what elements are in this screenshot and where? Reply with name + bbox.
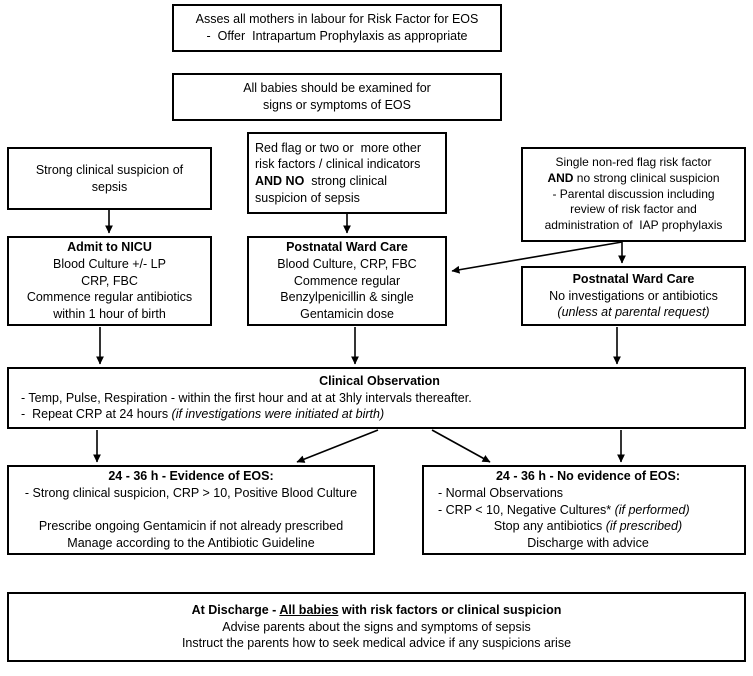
node-admit-to-nicu[interactable]: Admit to NICU Blood Culture +/- LP CRP, … bbox=[7, 236, 212, 326]
discharge-title-underline: All babies bbox=[279, 603, 339, 618]
assess-line-1: Asses all mothers in labour for Risk Fac… bbox=[195, 12, 479, 27]
node-single-non-red-flag[interactable]: Single non-red flag risk factor AND no s… bbox=[521, 147, 746, 242]
connector-clinobs-to-noevidence bbox=[431, 429, 491, 463]
node-evidence-of-eos[interactable]: 24 - 36 h - Evidence of EOS: - Strong cl… bbox=[7, 465, 375, 555]
nicu-line-2: CRP, FBC bbox=[81, 273, 138, 288]
examine-line-1: All babies should be examined for bbox=[243, 81, 431, 96]
clinobs-line-2-italic: (if investigations were initiated at bir… bbox=[171, 407, 385, 422]
node-no-evidence-of-eos[interactable]: 24 - 36 h - No evidence of EOS: - Normal… bbox=[422, 465, 746, 555]
pnw2-line-2: (unless at parental request) bbox=[557, 305, 710, 320]
pnw1-line-2: Commence regular bbox=[293, 273, 401, 288]
strong-line-2: sepsis bbox=[91, 179, 128, 194]
evidence-line-3: Prescribe ongoing Gentamicin if not alre… bbox=[38, 519, 344, 534]
node-assess-mothers[interactable]: Asses all mothers in labour for Risk Fac… bbox=[172, 4, 502, 52]
nicu-line-1: Blood Culture +/- LP bbox=[53, 257, 166, 272]
node-postnatal-ward-care-treat[interactable]: Postnatal Ward Care Blood Culture, CRP, … bbox=[247, 236, 447, 326]
nicu-line-4: within 1 hour of birth bbox=[53, 306, 166, 321]
noevidence-line-4: Discharge with advice bbox=[527, 535, 649, 550]
connector-clinobs-to-evidence bbox=[296, 429, 379, 463]
node-clinical-observation[interactable]: Clinical Observation - Temp, Pulse, Resp… bbox=[7, 367, 746, 429]
noevidence-line-3-plain: Stop any antibiotics bbox=[493, 519, 606, 534]
single-and-emphasis: AND bbox=[547, 170, 574, 185]
noevidence-line-1: - Normal Observations bbox=[438, 486, 564, 501]
evidence-title: 24 - 36 h - Evidence of EOS: bbox=[108, 469, 274, 484]
evidence-line-1: - Strong clinical suspicion, CRP > 10, P… bbox=[24, 486, 358, 501]
node-postnatal-ward-care-observe[interactable]: Postnatal Ward Care No investigations or… bbox=[521, 266, 746, 326]
noevidence-line-2-italic: (if performed) bbox=[614, 502, 690, 517]
nicu-title: Admit to NICU bbox=[67, 240, 152, 255]
single-line-3: - Parental discussion including bbox=[552, 186, 715, 201]
noevidence-line-3: Stop any antibiotics (if prescribed) bbox=[438, 518, 738, 535]
assess-line-2: - Offer Intrapartum Prophylaxis as appro… bbox=[206, 29, 468, 43]
single-line-4: review of risk factor and bbox=[570, 202, 697, 217]
single-line-1: Single non-red flag risk factor bbox=[555, 154, 712, 169]
discharge-title: At Discharge - All babies with risk fact… bbox=[15, 602, 738, 619]
noevidence-line-2-plain: - CRP < 10, Negative Cultures* bbox=[438, 502, 615, 517]
noevidence-line-2: - CRP < 10, Negative Cultures* (if perfo… bbox=[438, 502, 738, 519]
clinobs-line-2: - Repeat CRP at 24 hours (if investigati… bbox=[21, 406, 738, 423]
redflag-line-1: Red flag or two or more other bbox=[255, 140, 422, 155]
redflag-line-2: risk factors / clinical indicators bbox=[255, 157, 421, 172]
clinobs-line-2-plain: - Repeat CRP at 24 hours bbox=[21, 407, 172, 422]
discharge-title-post: with risk factors or clinical suspicion bbox=[338, 603, 562, 618]
pnw1-line-4: Gentamicin dose bbox=[300, 306, 394, 321]
pnw2-title: Postnatal Ward Care bbox=[572, 272, 695, 287]
evidence-spacer bbox=[15, 502, 367, 519]
clinobs-line-1: - Temp, Pulse, Respiration - within the … bbox=[21, 390, 472, 405]
clinobs-title: Clinical Observation bbox=[319, 374, 440, 389]
pnw1-line-3: Benzylpenicillin & single bbox=[280, 290, 414, 305]
single-line-2-rest: no strong clinical suspicion bbox=[573, 170, 720, 185]
node-at-discharge[interactable]: At Discharge - All babies with risk fact… bbox=[7, 592, 746, 662]
strong-line-1: Strong clinical suspicion of bbox=[35, 162, 184, 177]
node-strong-suspicion[interactable]: Strong clinical suspicion of sepsis bbox=[7, 147, 212, 210]
single-line-2: AND no strong clinical suspicion bbox=[529, 171, 738, 187]
redflag-and-no-emphasis: AND NO bbox=[255, 174, 305, 188]
noevidence-title: 24 - 36 h - No evidence of EOS: bbox=[495, 469, 681, 484]
pnw2-line-1: No investigations or antibiotics bbox=[549, 288, 718, 303]
discharge-title-pre: At Discharge - bbox=[191, 603, 280, 618]
single-line-5: administration of IAP prophylaxis bbox=[544, 218, 723, 233]
examine-line-2: signs or symptoms of EOS bbox=[263, 98, 411, 112]
noevidence-line-3-italic: (if prescribed) bbox=[605, 519, 683, 534]
nicu-line-3: Commence regular antibiotics bbox=[26, 290, 193, 305]
discharge-line-2: Advise parents about the signs and sympt… bbox=[222, 619, 531, 634]
redflag-line-3-rest: strong clinical bbox=[304, 174, 387, 188]
pnw1-title: Postnatal Ward Care bbox=[286, 240, 408, 255]
discharge-line-3: Instruct the parents how to seek medical… bbox=[181, 636, 572, 651]
evidence-line-4: Manage according to the Antibiotic Guide… bbox=[67, 535, 315, 550]
node-examine-babies[interactable]: All babies should be examined for signs … bbox=[172, 73, 502, 121]
redflag-line-4: suspicion of sepsis bbox=[255, 190, 360, 205]
redflag-line-3: AND NO strong clinical bbox=[255, 173, 439, 190]
node-red-flag-criteria[interactable]: Red flag or two or more other risk facto… bbox=[247, 132, 447, 214]
pnw1-line-1: Blood Culture, CRP, FBC bbox=[277, 257, 417, 272]
